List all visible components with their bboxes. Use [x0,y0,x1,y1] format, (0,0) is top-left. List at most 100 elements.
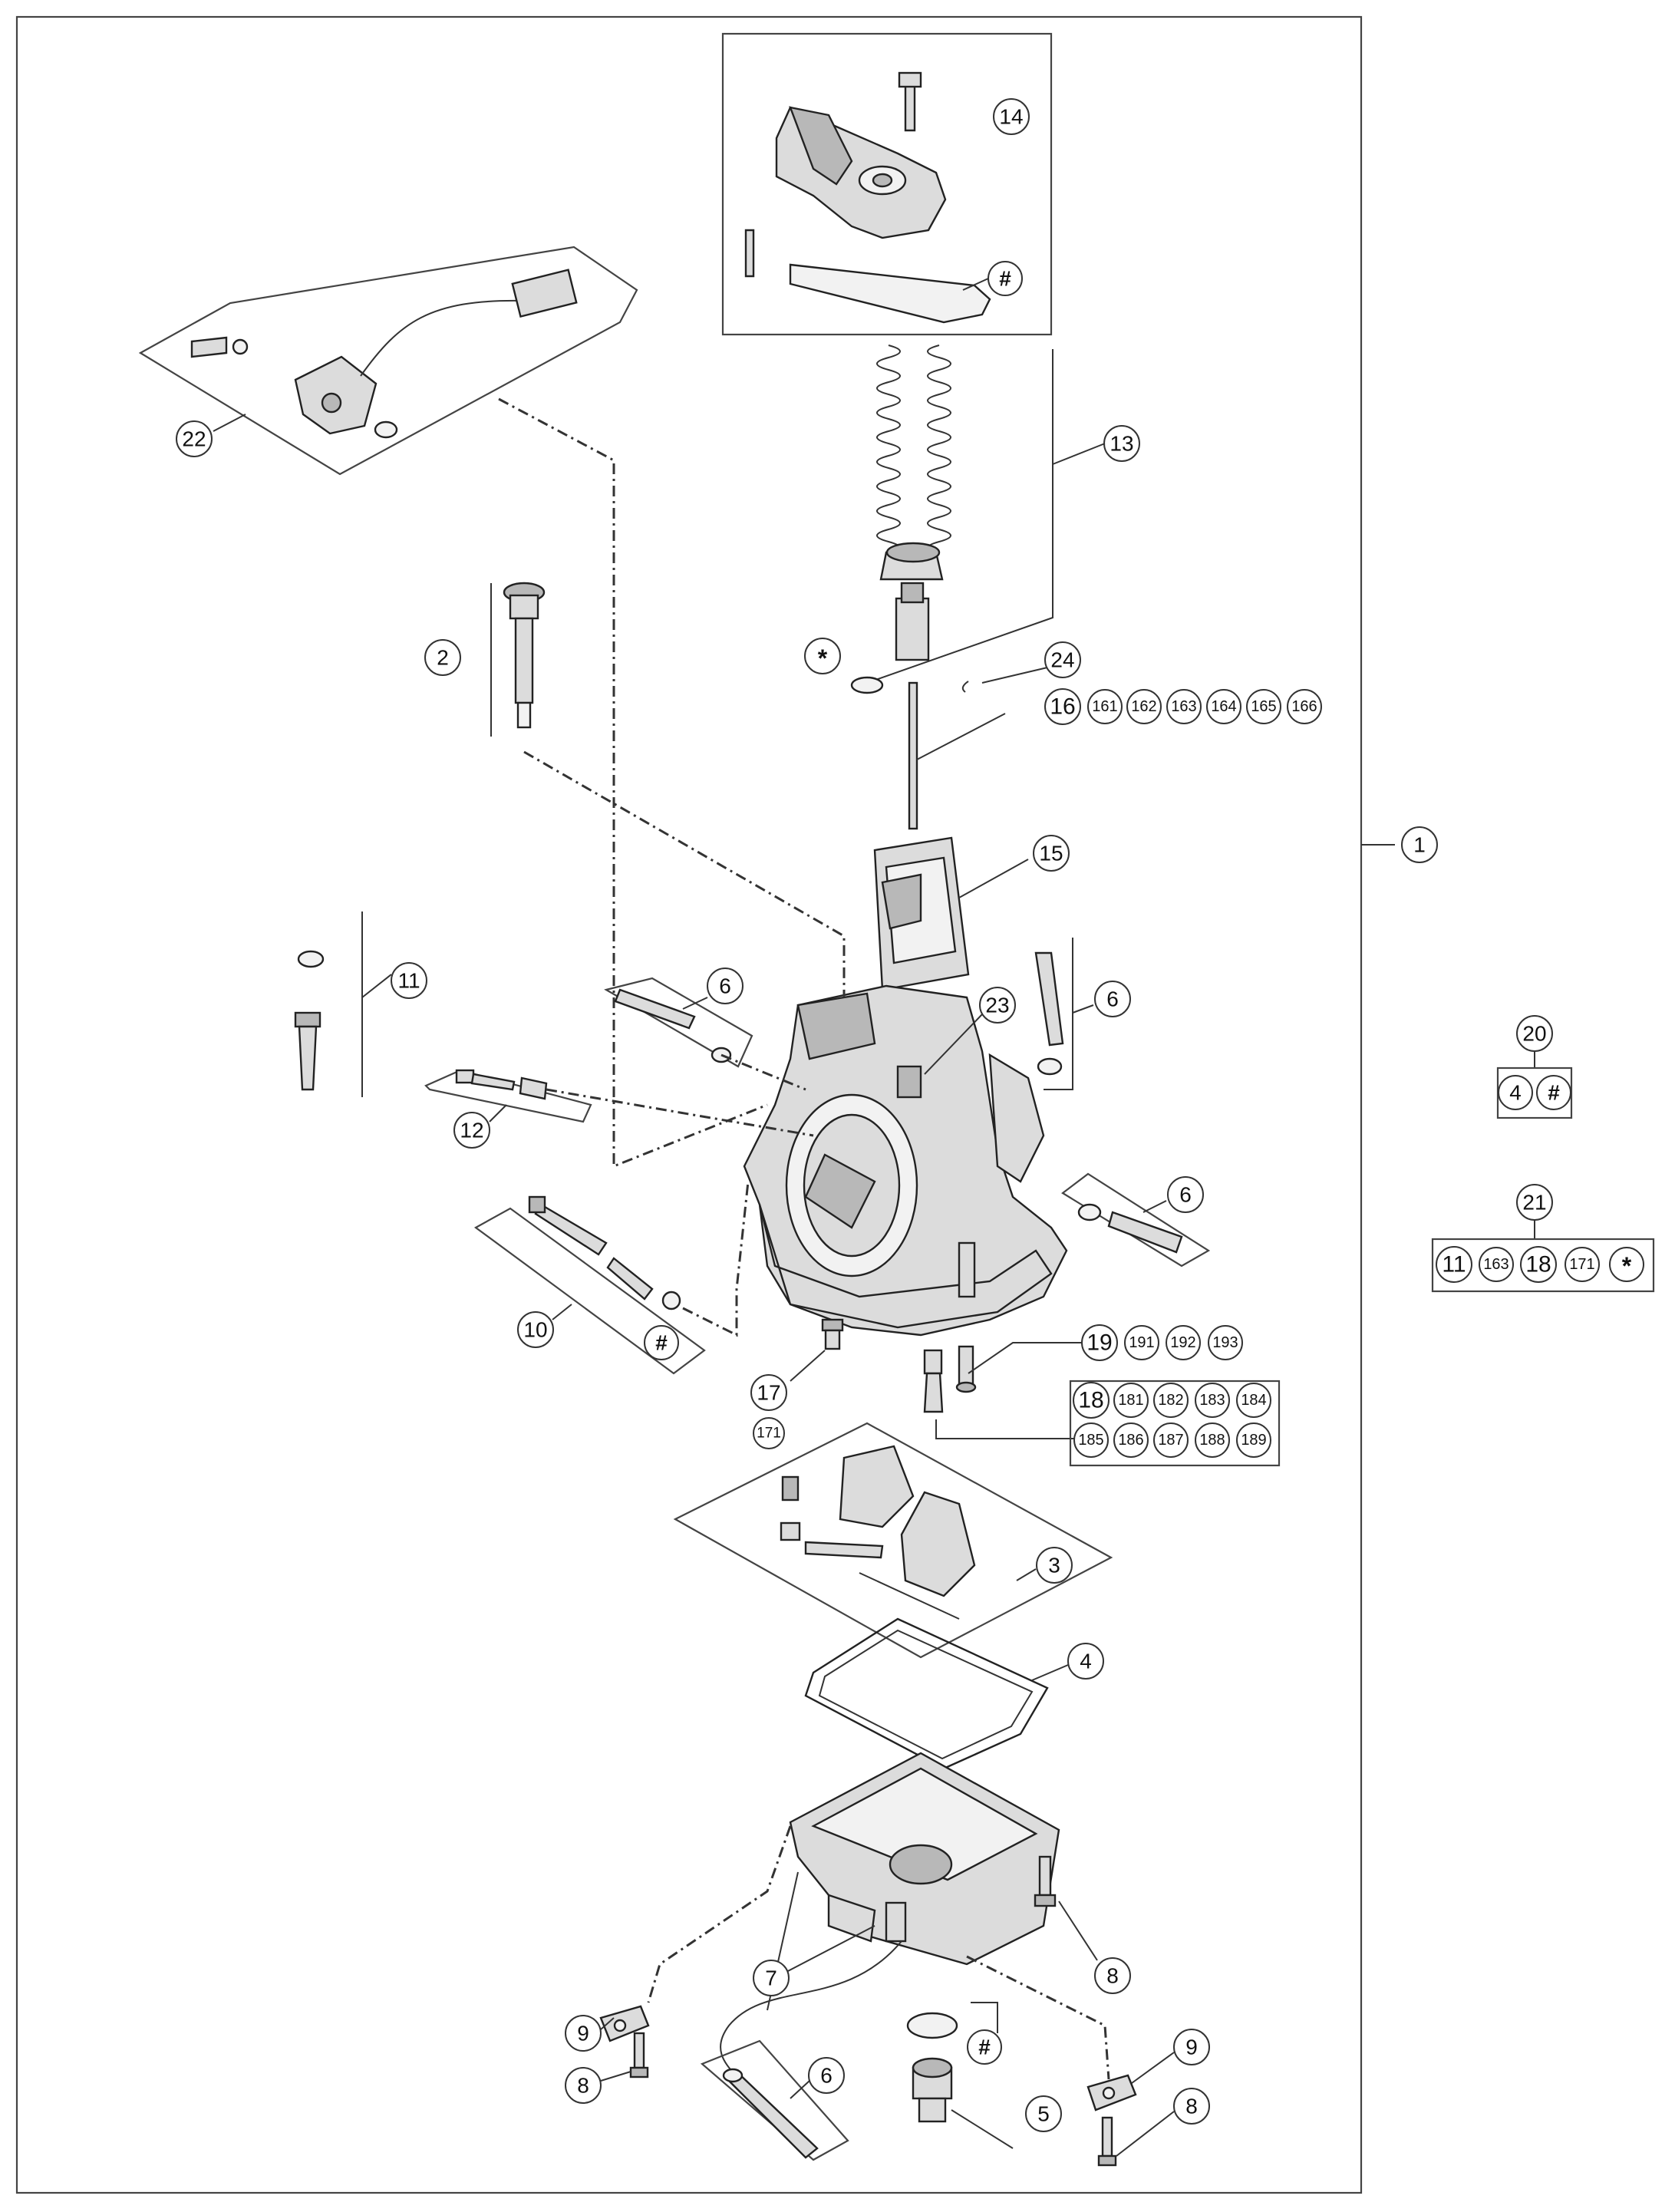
callout-star: * [804,638,841,674]
svg-text:11: 11 [1442,1252,1466,1277]
svg-text:1: 1 [1413,833,1426,857]
bracket-9b [1086,2074,1137,2111]
callout-3: 3 [1036,1547,1073,1584]
svg-text:181: 181 [1118,1392,1143,1409]
tube-6b [1034,951,1064,1076]
tube-6c [1077,1203,1183,1254]
box-21 [1431,1238,1655,1293]
svg-text:193: 193 [1212,1334,1238,1351]
kit-21-item-star: * [1609,1247,1644,1282]
pilot-jet-19 [955,1345,977,1393]
callout-184: 184 [1236,1383,1271,1418]
svg-text:6: 6 [1106,987,1119,1011]
svg-text:189: 189 [1241,1432,1266,1449]
leader-5 [951,2109,1014,2149]
callout-13: 13 [1103,425,1140,462]
svg-text:22: 22 [182,427,206,451]
callout-6c: 6 [1167,1176,1204,1213]
leader-8a [1058,1900,1098,1961]
leader-16 [916,713,1006,760]
svg-text:171: 171 [757,1426,781,1442]
dash-10 [682,1181,750,1337]
callout-182: 182 [1153,1383,1189,1418]
air-screw-11 [294,950,325,1091]
callout-15: 15 [1033,835,1070,872]
spring-seat [879,542,944,581]
svg-text:20: 20 [1522,1022,1546,1046]
svg-text:8: 8 [577,2074,589,2098]
callout-192: 192 [1166,1325,1201,1360]
svg-text:191: 191 [1129,1334,1154,1351]
svg-text:11: 11 [397,969,420,993]
svg-text:24: 24 [1050,648,1074,672]
svg-text:8: 8 [1185,2095,1198,2118]
svg-text:6: 6 [820,2064,833,2088]
svg-text:#: # [1548,1081,1560,1105]
svg-text:185: 185 [1078,1432,1103,1449]
callout-1: 1 [1401,826,1438,863]
callout-183: 183 [1195,1383,1230,1418]
leader-10 [552,1304,572,1320]
dash-22 [498,397,768,1169]
leader-8c [1116,2111,1175,2157]
hose-7 [720,1940,902,2088]
svg-text:8: 8 [1106,1964,1119,1988]
box-6a [604,977,753,1068]
callout-193: 193 [1208,1325,1243,1360]
svg-text:#: # [978,2036,991,2059]
svg-text:7: 7 [765,1966,777,1990]
leader-6a [682,997,708,1010]
leader-18 [935,1419,1082,1439]
sensor-22 [190,269,578,439]
jet-17 [821,1318,844,1350]
box-22 [138,246,638,476]
leader-11 [361,974,392,998]
callout-191: 191 [1124,1325,1159,1360]
callout-19: 19 [1081,1324,1118,1361]
callout-187: 187 [1153,1422,1189,1458]
leader-12 [489,1104,507,1122]
bracket-13 [866,349,1053,684]
leader-8b [600,2071,631,2082]
svg-text:166: 166 [1291,698,1317,715]
callout-21: 21 [1516,1184,1553,1221]
leader-22 [213,414,246,432]
clip-star [850,676,884,694]
callout-17: 17 [750,1374,787,1411]
kit-20-item-4: 4 [1498,1075,1533,1110]
svg-text:6: 6 [1179,1183,1192,1207]
callout-8c: 8 [1173,2088,1210,2125]
callout-189: 189 [1236,1422,1271,1458]
callout-18: 18 [1073,1382,1110,1419]
callout-hash-10: # [644,1325,679,1360]
box-3 [673,1422,1113,1659]
svg-text:9: 9 [577,2022,589,2046]
box-12 [424,1069,592,1123]
callout-hash-5: # [967,2029,1002,2065]
svg-text:13: 13 [1110,432,1133,456]
callout-6d: 6 [808,2057,845,2094]
kit-21-item-18: 18 [1520,1246,1557,1283]
svg-text:9: 9 [1185,2036,1198,2059]
svg-text:#: # [655,1331,668,1355]
callout-8a: 8 [1094,1957,1131,1994]
callout-188: 188 [1195,1422,1230,1458]
svg-text:18: 18 [1525,1252,1551,1277]
leader-15 [958,859,1029,898]
bracket-6b [1044,938,1073,1090]
drain-plug-5 [906,2012,958,2123]
callout-171: 171 [753,1417,785,1449]
callout-4: 4 [1067,1643,1104,1680]
svg-text:14: 14 [999,105,1023,129]
screw-12 [455,1069,548,1100]
svg-text:162: 162 [1131,698,1156,715]
svg-text:186: 186 [1118,1432,1143,1449]
callout-6b: 6 [1094,981,1131,1017]
float-3 [780,1445,976,1620]
gasket-4-inner [818,1629,1034,1760]
leader-hash-5 [971,2002,998,2033]
dash-9a [647,1825,792,2003]
pin-6a [614,988,732,1063]
svg-text:4: 4 [1080,1650,1092,1673]
